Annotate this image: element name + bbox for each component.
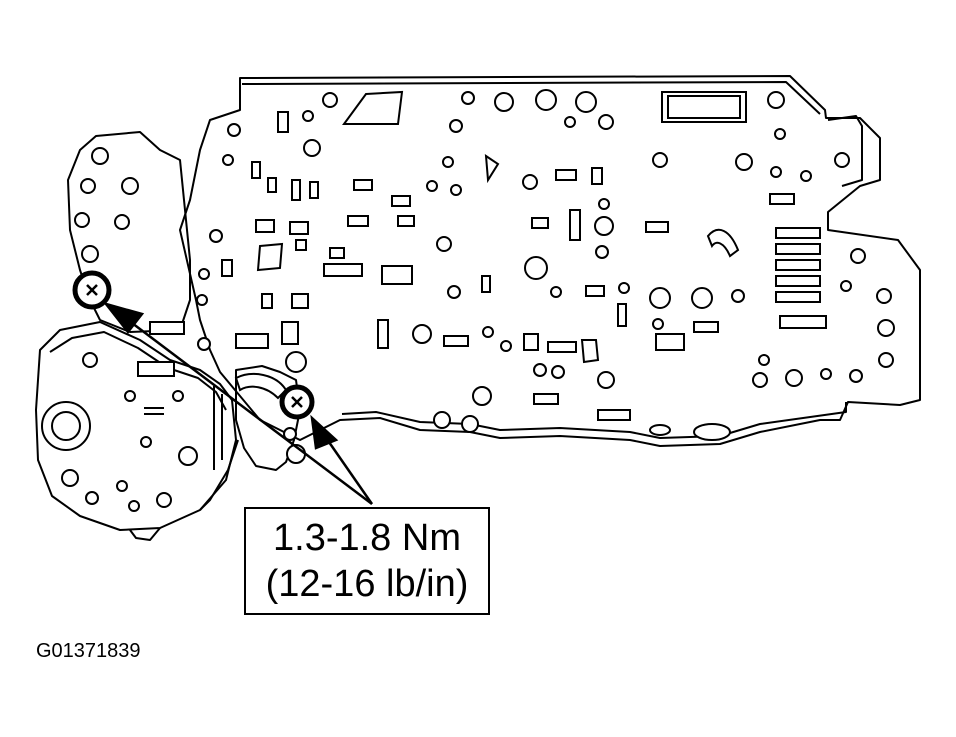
bolt-icon: [72, 270, 112, 310]
figure-id: G01371839: [36, 640, 141, 662]
valve-body-plate: [179, 75, 921, 447]
torque-nm-label: 1.3-1.8 Nm: [273, 517, 461, 559]
arrow-icon: [102, 301, 374, 505]
bolt-icon: [279, 384, 315, 420]
torque-lbin-label: (12-16 lb/in): [265, 563, 469, 605]
torque-callout: 1.3-1.8 Nm (12-16 lb/in): [244, 507, 490, 615]
